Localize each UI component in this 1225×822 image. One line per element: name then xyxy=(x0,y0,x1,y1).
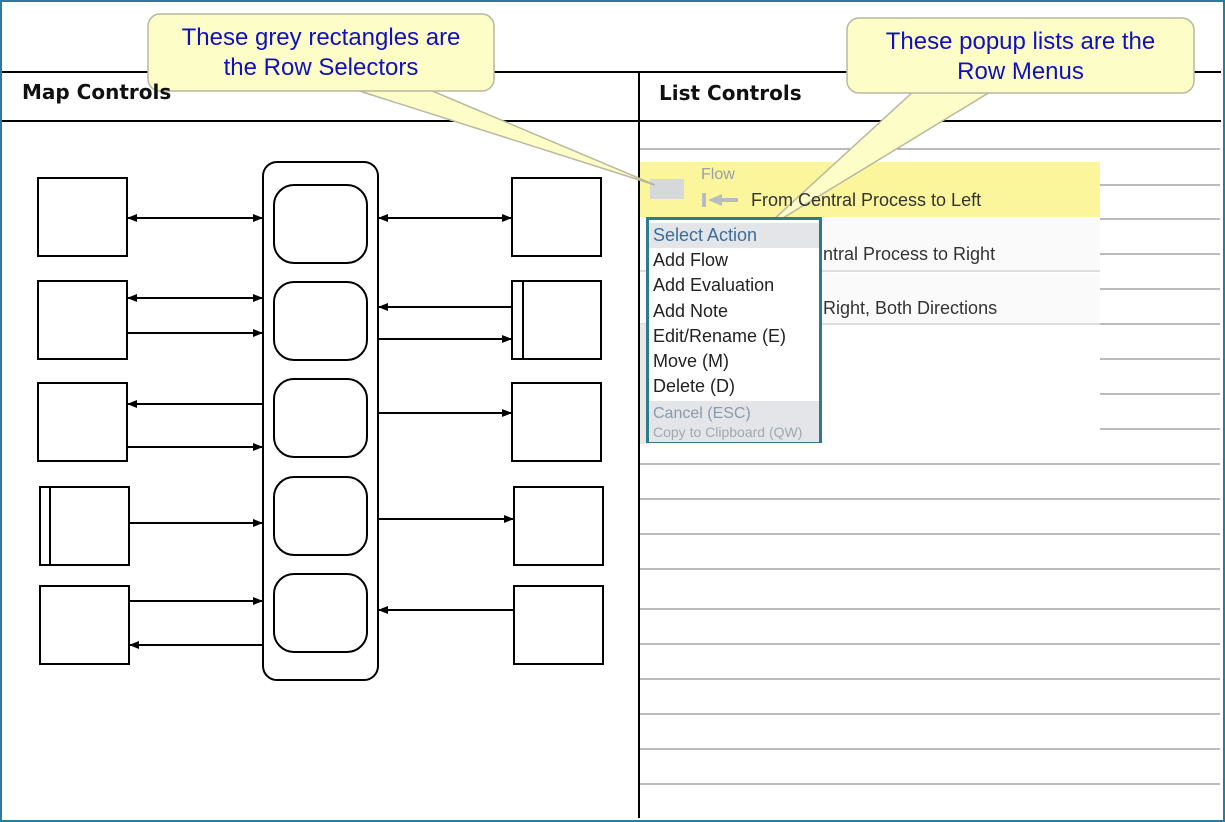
left-node-2[interactable] xyxy=(37,280,128,360)
right-node-5[interactable] xyxy=(513,585,604,665)
row-selector[interactable] xyxy=(650,179,684,199)
left-node-3[interactable] xyxy=(37,382,128,462)
callout-menus-text: These popup lists are the Row Menus xyxy=(847,27,1194,87)
left-node-4[interactable] xyxy=(39,486,130,566)
menu-item-cancel[interactable]: Cancel (ESC) xyxy=(649,401,819,426)
callout-selectors-line2: the Row Selectors xyxy=(223,54,419,81)
row-menu-header: Select Action xyxy=(649,223,819,248)
callout-selectors-line1: These grey rectangles are xyxy=(181,24,461,51)
menu-item-add-note[interactable]: Add Note xyxy=(653,301,729,321)
map-arrows xyxy=(127,214,514,649)
central-process-container[interactable] xyxy=(262,161,379,681)
list-row-1-label[interactable]: From Central Process to Left xyxy=(751,190,982,210)
right-node-2[interactable] xyxy=(511,280,602,360)
central-node-4[interactable] xyxy=(273,476,368,556)
row-menu[interactable]: Select Action Add Flow Add Evaluation Ad… xyxy=(646,217,822,443)
left-node-5[interactable] xyxy=(39,585,130,665)
list-row-2-label[interactable]: ntral Process to Right xyxy=(823,244,996,264)
row-group-label: Flow xyxy=(701,166,735,183)
central-node-3[interactable] xyxy=(273,378,368,458)
callout-menus-line1: These popup lists are the xyxy=(885,28,1156,55)
list-row-3-label[interactable]: Right, Both Directions xyxy=(823,298,998,318)
callout-selectors-pointer xyxy=(349,87,656,186)
map-diagram xyxy=(37,161,604,681)
callout-selectors-box xyxy=(147,13,495,92)
menu-item-delete[interactable]: Delete (D) xyxy=(653,376,736,396)
central-node-5[interactable] xyxy=(273,573,368,653)
list-row-highlight[interactable] xyxy=(640,162,1100,217)
list-controls-title: List Controls xyxy=(659,81,802,105)
arrow-left-from-bar-icon xyxy=(702,193,738,207)
menu-item-add-evaluation[interactable]: Add Evaluation xyxy=(653,275,775,295)
right-node-3[interactable] xyxy=(511,382,602,462)
map-controls-title: Map Controls xyxy=(22,80,172,104)
callout-selectors-text: These grey rectangles are the Row Select… xyxy=(148,23,494,83)
central-node-2[interactable] xyxy=(273,281,368,361)
menu-item-copy-clipboard[interactable]: Copy to Clipboard (QW) xyxy=(649,423,819,442)
menu-item-add-flow[interactable]: Add Flow xyxy=(653,250,729,270)
right-node-4[interactable] xyxy=(513,486,604,566)
menu-item-move[interactable]: Move (M) xyxy=(653,351,729,371)
callout-menus-box xyxy=(846,17,1195,94)
left-node-1[interactable] xyxy=(37,177,128,257)
right-node-1[interactable] xyxy=(511,177,602,257)
row-selector-strip xyxy=(640,324,648,444)
list-row-lines xyxy=(640,148,1220,785)
central-node-1[interactable] xyxy=(273,184,368,264)
callout-menus-line2: Row Menus xyxy=(957,58,1084,85)
menu-item-edit-rename[interactable]: Edit/Rename (E) xyxy=(653,326,787,346)
